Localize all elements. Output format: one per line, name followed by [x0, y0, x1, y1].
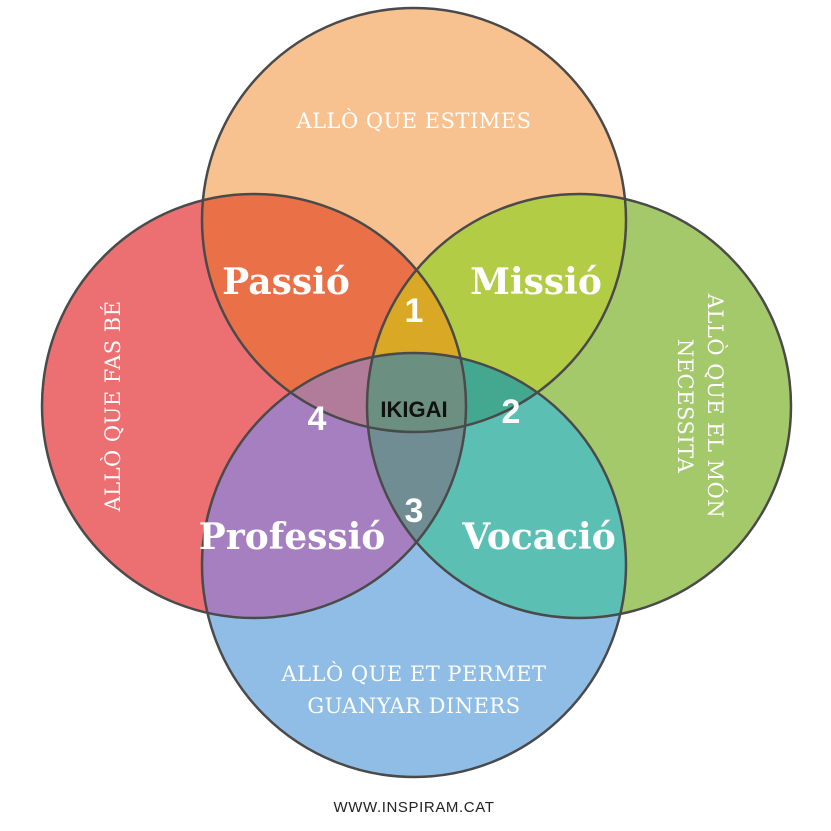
label-missio: Missió — [470, 261, 602, 303]
label-right-line-1: ALLÒ QUE EL MÓN — [703, 293, 728, 518]
label-vocacio: Vocació — [461, 516, 616, 558]
label-bottom-line-2: GUANYAR DINERS — [307, 694, 520, 718]
label-left-circle: ALLÒ QUE FAS BÉ — [100, 300, 125, 512]
label-zone-2: 2 — [502, 393, 521, 431]
label-right-circle: ALLÒ QUE EL MÓN NECESSITA — [673, 293, 728, 518]
outline-right — [365, 192, 793, 620]
label-zone-3: 3 — [405, 492, 424, 530]
label-ikigai: IKIGAI — [380, 397, 447, 422]
label-right-line-2: NECESSITA — [673, 339, 697, 474]
outline-top — [200, 6, 628, 434]
outline-bottom — [200, 351, 628, 779]
footer-website: WWW.INSPIRAM.CAT — [334, 799, 495, 816]
label-zone-4: 4 — [308, 400, 327, 438]
label-professio: Professió — [199, 516, 386, 558]
label-bottom-line-1: ALLÒ QUE ET PERMET — [281, 661, 547, 686]
label-passio: Passió — [222, 261, 350, 303]
label-zone-1: 1 — [405, 292, 424, 330]
outline-left — [40, 192, 468, 620]
label-top-circle: ALLÒ QUE ESTIMES — [295, 108, 531, 133]
